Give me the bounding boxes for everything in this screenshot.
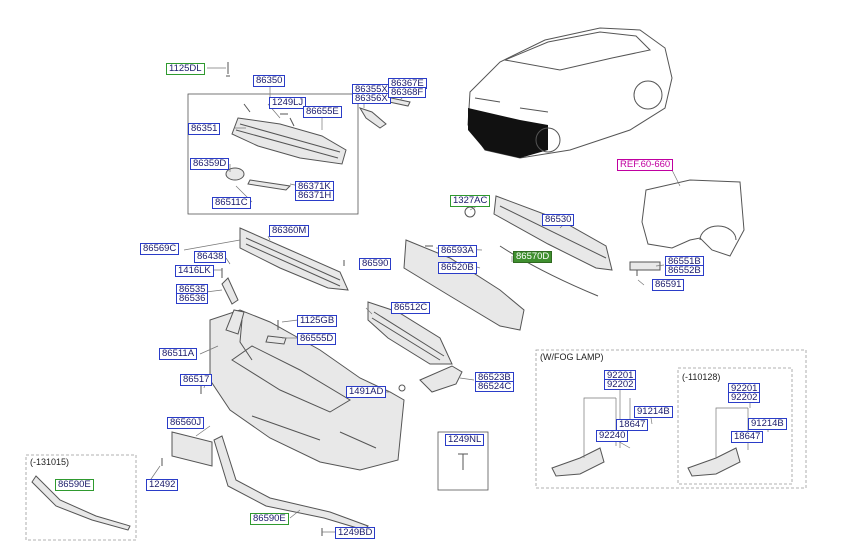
label-86360M[interactable]: 86360M <box>269 225 310 237</box>
fog-lamp-box <box>535 349 807 489</box>
caption-fog-lamp: (W/FOG LAMP) <box>540 352 604 362</box>
caption-110128: (-110128) <box>682 372 721 382</box>
label-86511A[interactable]: 86511A <box>159 348 198 360</box>
fender <box>641 179 745 257</box>
vehicle-illustration <box>467 27 673 159</box>
label-86350[interactable]: 86350 <box>253 75 286 87</box>
label-86351[interactable]: 86351 <box>188 123 221 135</box>
label-86552B[interactable]: 86552B <box>665 265 704 276</box>
box-131015 <box>25 454 137 541</box>
fog-lamp-b <box>687 447 741 477</box>
label-86591[interactable]: 86591 <box>652 279 685 291</box>
label-86560J[interactable]: 86560J <box>167 417 205 429</box>
plate-bracket <box>171 431 213 467</box>
label-ref-60-660[interactable]: REF.60-660 <box>617 159 674 171</box>
label-92202-a[interactable]: 92202 <box>604 379 637 390</box>
label-1125GB[interactable]: 1125GB <box>297 315 338 327</box>
label-86511C[interactable]: 86511C <box>212 197 251 209</box>
grille-group-box <box>187 93 359 215</box>
label-86371H[interactable]: 86371H <box>295 190 335 201</box>
lower-grille <box>367 301 453 365</box>
label-1327AC[interactable]: 1327AC <box>450 195 491 207</box>
label-86590E-old[interactable]: 86590E <box>55 479 94 491</box>
label-86569C[interactable]: 86569C <box>140 243 180 255</box>
box-110128 <box>677 367 793 485</box>
label-86359D[interactable]: 86359D <box>190 158 230 170</box>
fog-lamp-bezel <box>419 365 463 393</box>
molding-86371 <box>247 179 292 191</box>
under-cover-old <box>31 475 131 531</box>
fog-lamp-a <box>551 447 605 477</box>
label-86517[interactable]: 86517 <box>180 374 213 386</box>
label-18647-b[interactable]: 18647 <box>731 431 764 443</box>
label-86512C[interactable]: 86512C <box>391 302 431 314</box>
label-1249NL[interactable]: 1249NL <box>445 434 485 446</box>
wire-86570D <box>499 245 599 297</box>
label-1125DL[interactable]: 1125DL <box>166 63 205 75</box>
label-1249BD[interactable]: 1249BD <box>335 527 376 539</box>
label-91214B-a[interactable]: 91214B <box>634 406 673 418</box>
label-18647-a[interactable]: 18647 <box>616 419 649 431</box>
label-1491AD[interactable]: 1491AD <box>346 386 387 398</box>
label-86590[interactable]: 86590 <box>359 258 392 270</box>
label-12492[interactable]: 12492 <box>146 479 179 491</box>
label-86555D[interactable]: 86555D <box>297 333 337 345</box>
label-86570D[interactable]: 86570D <box>513 251 553 263</box>
label-92240[interactable]: 92240 <box>596 430 629 442</box>
label-86368F[interactable]: 86368F <box>388 87 427 98</box>
label-1416LK[interactable]: 1416LK <box>175 265 214 277</box>
radiator-grille <box>231 103 347 165</box>
label-86356X[interactable]: 86356X <box>352 93 391 104</box>
label-86524C[interactable]: 86524C <box>475 381 515 392</box>
label-86530[interactable]: 86530 <box>542 214 575 226</box>
label-86593A[interactable]: 86593A <box>438 245 477 257</box>
1249nl-box <box>437 431 489 491</box>
label-86536[interactable]: 86536 <box>176 293 209 304</box>
label-91214B-b[interactable]: 91214B <box>748 418 787 430</box>
label-86438[interactable]: 86438 <box>194 251 227 263</box>
label-92202-b[interactable]: 92202 <box>728 392 761 403</box>
label-86520B[interactable]: 86520B <box>438 262 477 274</box>
bracket-86355X <box>358 107 387 129</box>
label-86590E[interactable]: 86590E <box>250 513 289 525</box>
caption-131015: (-131015) <box>30 457 70 467</box>
label-86655E[interactable]: 86655E <box>303 106 342 118</box>
label-1249LJ[interactable]: 1249LJ <box>269 97 307 109</box>
